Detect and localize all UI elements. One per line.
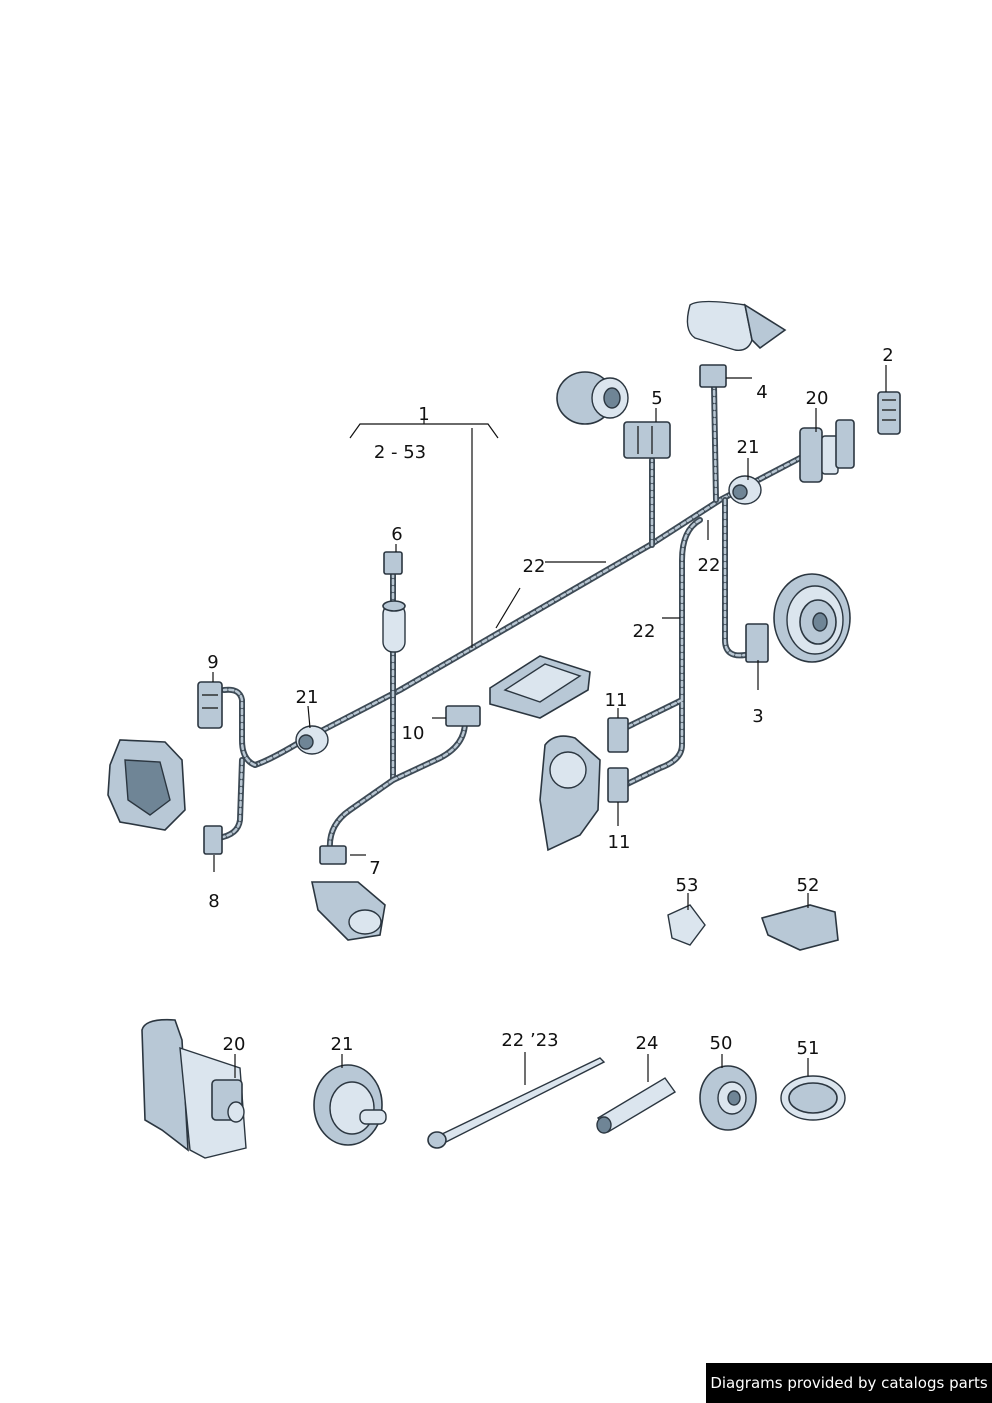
callout-24: 24 [636, 1033, 659, 1054]
loose-parts [141, 1018, 846, 1159]
callout-2-53: 2 - 53 [374, 442, 426, 463]
callout-22-branch: 22 [633, 621, 656, 642]
callout-50: 50 [710, 1033, 733, 1054]
callout-5: 5 [651, 388, 662, 409]
callout-6: 6 [391, 524, 402, 545]
callout-labels: 1 2 - 53 2 3 4 5 6 7 8 9 10 11 11 20 21 … [207, 345, 893, 1059]
components [107, 300, 851, 951]
attribution-banner: Diagrams provided by catalogs parts [706, 1363, 992, 1403]
connectors [197, 364, 901, 865]
callout-21-lower: 21 [331, 1034, 354, 1055]
callout-51: 51 [797, 1038, 820, 1059]
callout-53: 53 [676, 875, 699, 896]
leader-lines [212, 365, 887, 1085]
callout-1: 1 [418, 404, 429, 425]
wiring-harness [215, 382, 803, 853]
callout-2: 2 [882, 345, 893, 366]
callout-52: 52 [797, 875, 820, 896]
callout-11-upper: 11 [605, 690, 628, 711]
callout-21-left: 21 [296, 687, 319, 708]
callout-22-23: 22 ’23 [501, 1030, 558, 1051]
callout-3: 3 [752, 706, 763, 727]
callout-4: 4 [756, 382, 767, 403]
callout-9: 9 [207, 652, 218, 673]
callout-22-main: 22 [523, 556, 546, 577]
callout-8: 8 [208, 891, 219, 912]
callout-20-lower: 20 [223, 1034, 246, 1055]
callout-21-right: 21 [737, 437, 760, 458]
callout-10: 10 [402, 723, 425, 744]
callout-22-right: 22 [698, 555, 721, 576]
callout-20-upper: 20 [806, 388, 829, 409]
callout-7: 7 [369, 858, 380, 879]
callout-11-lower: 11 [608, 832, 631, 853]
